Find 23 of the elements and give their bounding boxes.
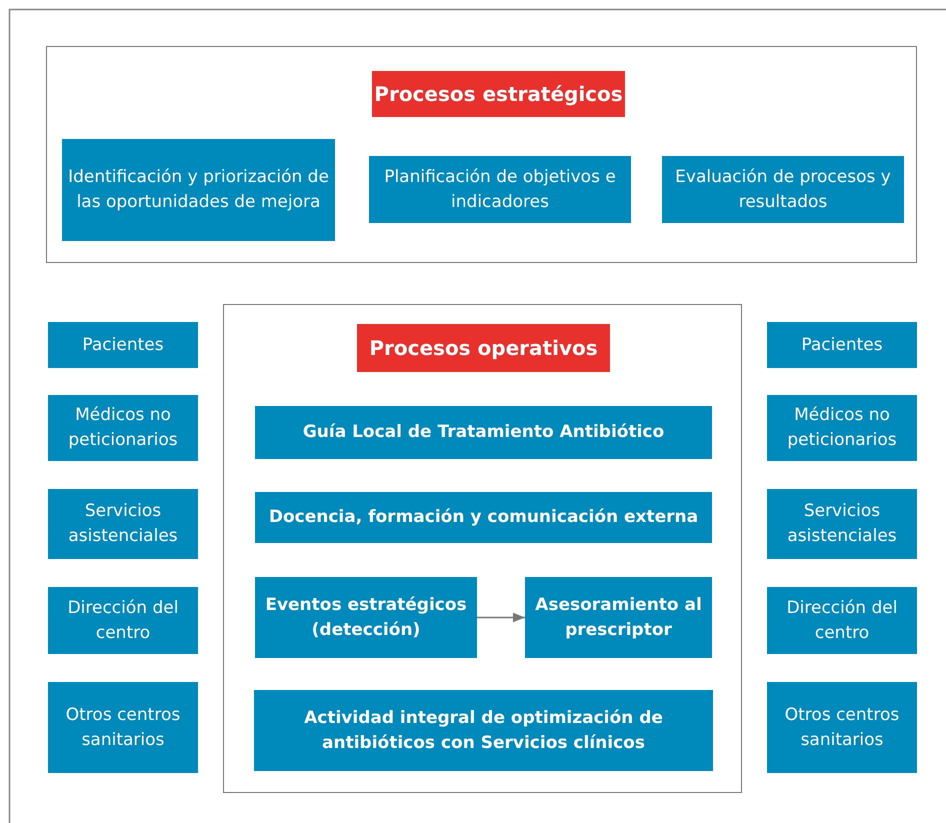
arrow — [477, 612, 525, 622]
process-box: Pacientes — [767, 322, 917, 368]
process-box: Otros centros sanitarios — [767, 682, 917, 773]
group-panel — [46, 46, 917, 263]
section-heading: Procesos operativos — [357, 324, 610, 372]
process-box: Identificación y priorización de las oportunidades de mejora — [62, 139, 335, 241]
process-box: Asesoramiento al prescriptor — [525, 577, 712, 658]
process-box: Dirección del centro — [767, 587, 917, 654]
process-box: Planificación de objetivos e indicadores — [369, 156, 631, 223]
process-box: Actividad integral de optimización de antibióticos con Servicios clínicos — [254, 690, 713, 771]
process-box: Servicios asistenciales — [48, 489, 198, 559]
group-panel — [223, 304, 742, 793]
process-box: Evaluación de procesos y resultados — [662, 156, 904, 223]
section-heading: Procesos estratégicos — [372, 71, 625, 117]
process-box: Médicos no peticionarios — [48, 395, 198, 461]
process-box: Docencia, formación y comunicación externa — [255, 492, 712, 543]
process-box: Pacientes — [48, 322, 198, 368]
process-box: Otros centros sanitarios — [48, 682, 198, 773]
process-box: Guía Local de Tratamiento Antibiótico — [255, 406, 712, 459]
process-box: Médicos no peticionarios — [767, 395, 917, 461]
process-box: Dirección del centro — [48, 587, 198, 654]
process-box: Eventos estratégicos (detección) — [255, 577, 477, 658]
process-box: Servicios asistenciales — [767, 489, 917, 559]
